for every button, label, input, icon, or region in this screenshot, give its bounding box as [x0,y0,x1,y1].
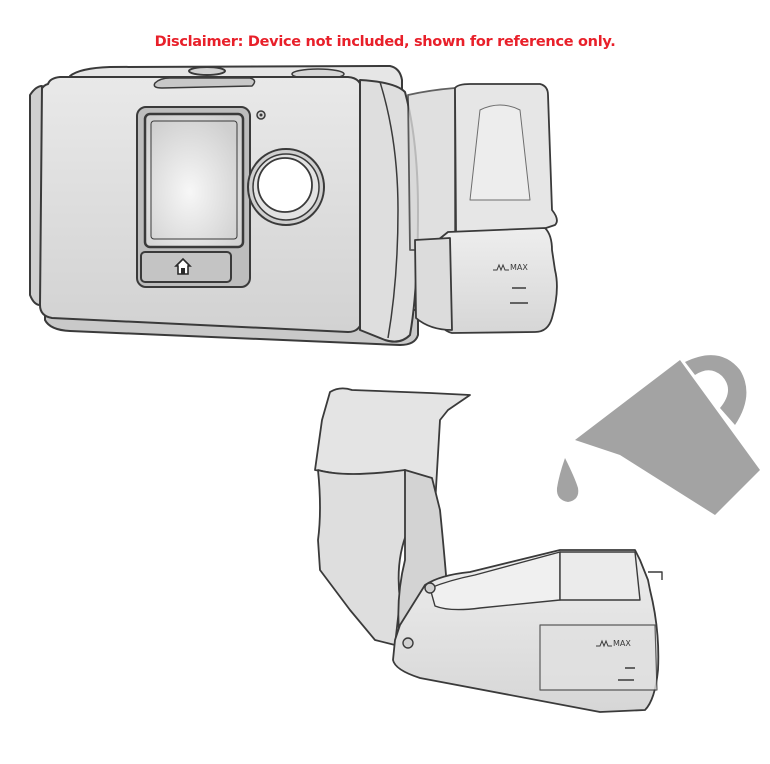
open-tub-max-label: MAX [613,639,631,648]
open-tub-max-wave-icon [596,639,612,648]
max-wave-icon [493,263,509,272]
disclaimer-text: Disclaimer: Device not included, shown f… [154,34,616,50]
pitcher-pour-icon [556,355,760,515]
attached-water-tub [407,83,558,334]
home-icon[interactable] [174,257,192,275]
tub-max-label: MAX [510,263,528,272]
cpap-device [29,65,419,346]
open-water-tub [314,387,663,713]
